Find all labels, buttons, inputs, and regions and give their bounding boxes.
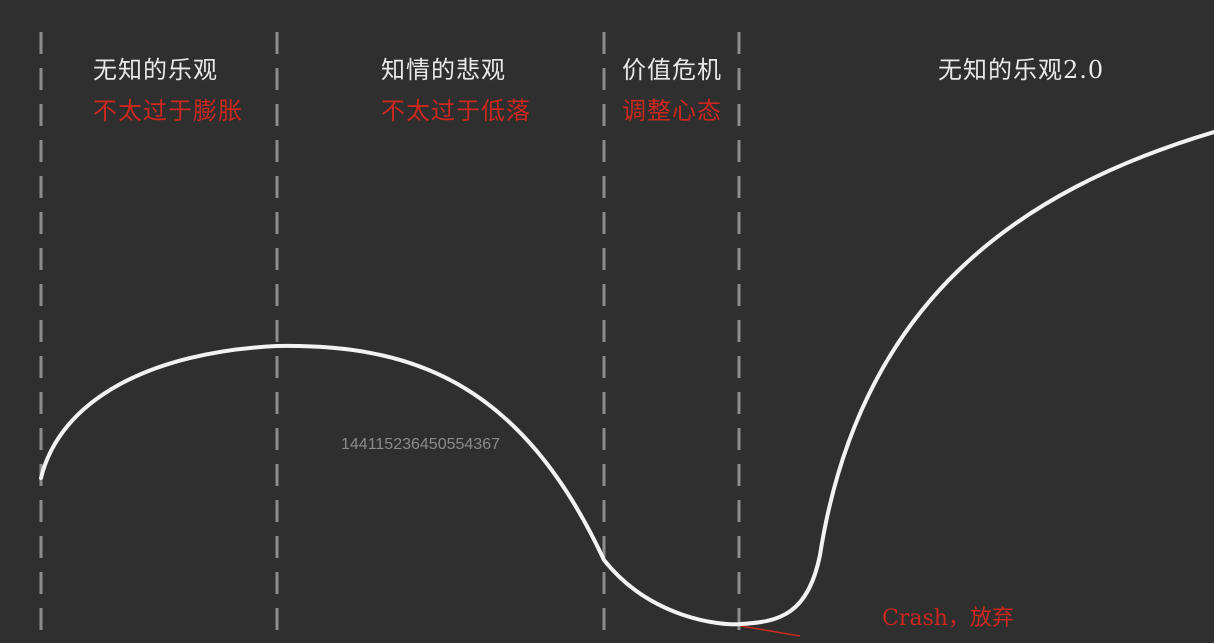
phase-advice-value-crisis: 调整心态	[622, 97, 722, 125]
phase-title-naive-optimism-2: 无知的乐观2.0	[938, 56, 1105, 84]
crash-label: Crash，放弃	[882, 606, 1014, 631]
crash-pointer-line	[740, 625, 801, 637]
confidence-curve	[39, 130, 1214, 627]
phase-advice-informed-pessimism: 不太过于低落	[381, 97, 531, 125]
phase-title-naive-optimism: 无知的乐观	[93, 56, 218, 84]
watermark-number: 1441152364505543​67	[341, 436, 500, 453]
phase-title-value-crisis: 价值危机	[622, 56, 722, 84]
phase-advice-naive-optimism: 不太过于膨胀	[93, 97, 243, 125]
phase-title-informed-pessimism: 知情的悲观	[381, 56, 506, 84]
